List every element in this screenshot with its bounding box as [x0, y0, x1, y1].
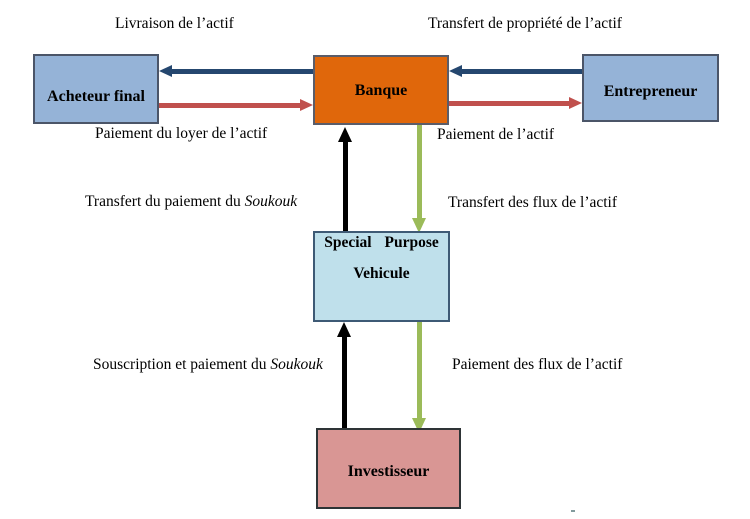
investisseur-node: Investisseur — [316, 428, 461, 509]
paiement-actif-arrow — [449, 97, 582, 109]
arrowhead-up-icon — [337, 322, 351, 337]
arrowhead-down-icon — [412, 218, 426, 233]
node-label-line2: Vehicule — [353, 265, 410, 282]
arrow-shaft — [416, 322, 422, 420]
transfert-propriete-label: Transfert de propriété de l’actif — [428, 15, 622, 32]
soukouk-italic: Soukouk — [244, 193, 298, 210]
paiement-actif-label: Paiement de l’actif — [437, 126, 555, 143]
souscription-soukouk-arrow — [337, 322, 351, 434]
paiement-loyer-arrow — [159, 99, 313, 111]
acheteur-final-node: Acheteur final — [33, 54, 159, 124]
banque-node: Banque — [313, 55, 449, 125]
arrow-shaft — [460, 68, 582, 74]
special-purpose-vehicule-node: Special Purpose Vehicule — [313, 231, 450, 322]
arrowhead-right-icon — [569, 97, 582, 109]
arrowhead-left-icon — [159, 65, 172, 77]
paiement-loyer-label: Paiement du loyer de l’actif — [95, 125, 268, 142]
arrowhead-left-icon — [449, 65, 462, 77]
node-label: Acheteur final — [47, 88, 145, 105]
arrow-shaft — [449, 100, 571, 106]
arrow-shaft — [159, 102, 302, 108]
arrow-shaft — [416, 125, 422, 220]
paiement-flux-arrow — [412, 322, 426, 433]
transfert-flux-arrow — [412, 125, 426, 233]
soukouk-italic: Soukouk — [270, 356, 323, 373]
node-label-line1: Special Purpose — [324, 234, 439, 251]
transfert-flux-label: Transfert des flux de l’actif — [448, 194, 618, 211]
node-label: Banque — [354, 82, 408, 99]
node-label: Entrepreneur — [603, 83, 698, 100]
livraison-label: Livraison de l’actif — [115, 15, 234, 32]
arrow-shaft — [341, 335, 347, 434]
label-text: Souscription et paiement du — [93, 356, 271, 373]
transfert-paiement-soukouk-arrow — [338, 127, 352, 235]
transfert-paiement-soukouk-label: Transfert du paiement du Soukouk — [85, 193, 297, 211]
label-text: Transfert du paiement du — [85, 193, 245, 210]
arrowhead-up-icon — [338, 127, 352, 142]
paiement-flux-label: Paiement des flux de l’actif — [452, 356, 623, 373]
artifact-dot — [571, 510, 575, 512]
node-label: Investisseur — [347, 462, 430, 480]
arrow-shaft — [170, 68, 313, 74]
souscription-soukouk-label: Souscription et paiement du Soukouk — [93, 356, 323, 374]
arrowhead-right-icon — [300, 99, 313, 111]
livraison-arrow — [159, 65, 313, 77]
transfert-propriete-arrow — [449, 65, 582, 77]
entrepreneur-node: Entrepreneur — [582, 54, 719, 122]
arrow-shaft — [342, 140, 348, 235]
